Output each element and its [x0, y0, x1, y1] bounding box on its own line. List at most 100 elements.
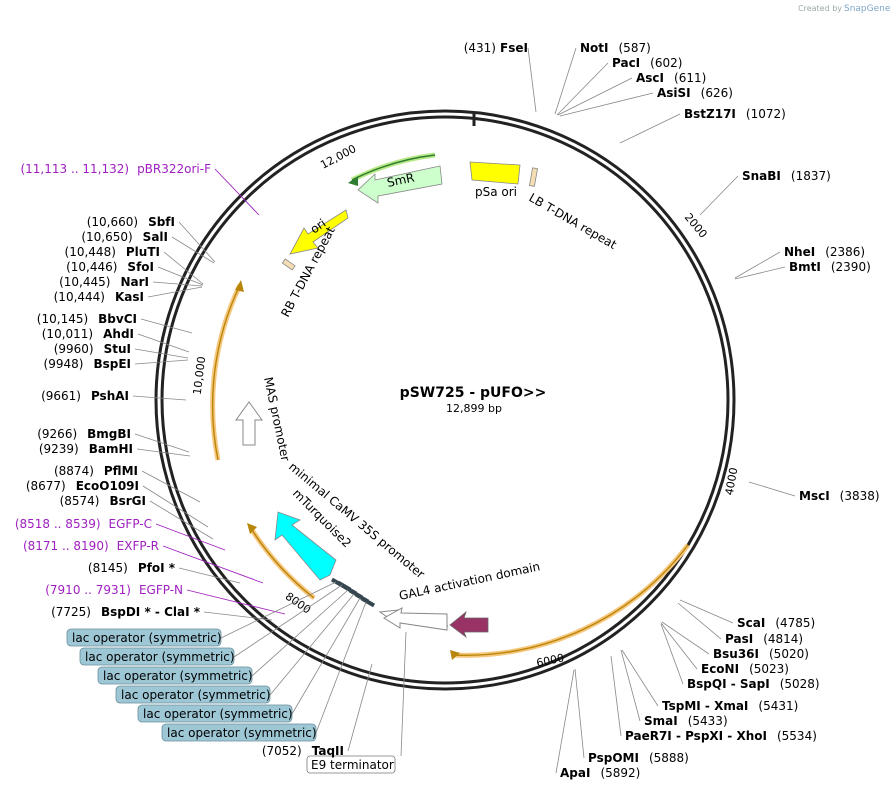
restriction-site[interactable]: TaqII(7052): [262, 663, 373, 758]
lac-operator-box: [115, 685, 271, 704]
lac-leader: [251, 589, 349, 677]
restriction-site[interactable]: PluTI(10,448): [65, 245, 204, 285]
lac-operator[interactable]: lac operator (symmetric): [79, 584, 343, 666]
restriction-site[interactable]: BspQI - SapI(5028): [660, 623, 820, 691]
site-position: (9960): [54, 342, 94, 356]
e9-terminator-shape[interactable]: [383, 607, 448, 631]
lac-operator[interactable]: lac operator (symmetric): [137, 597, 361, 723]
restriction-site[interactable]: BamHI(9239): [39, 442, 191, 457]
restriction-site[interactable]: BbvCI(10,145): [37, 312, 193, 334]
lac-operator[interactable]: lac operator (symmetric): [115, 593, 355, 704]
orf-arrowhead-upper: [235, 280, 244, 292]
restriction-site[interactable]: (431)FseI: [464, 41, 537, 113]
site-position: (5431): [758, 699, 798, 713]
lb-tdna-repeat-shape[interactable]: [529, 167, 538, 187]
restriction-site[interactable]: BsrGI(8574): [60, 494, 214, 540]
primer-site[interactable]: pBR322ori-F(11,113 .. 11,132): [20, 162, 260, 216]
site-leader: [574, 668, 585, 759]
site-name: ApaI: [560, 766, 590, 780]
restriction-site[interactable]: AsiSI(626): [559, 86, 733, 117]
credit-text: Created by: [798, 4, 842, 13]
restriction-site[interactable]: PflMI(8874): [54, 464, 201, 503]
restriction-site[interactable]: PfoI * (8145): [88, 561, 241, 584]
restriction-site[interactable]: BspDI * - ClaI * (7725): [51, 605, 273, 621]
site-position: (5892): [600, 766, 640, 780]
site-position: (5020): [769, 647, 809, 661]
gal4-activation-shape[interactable]: [449, 610, 489, 639]
restriction-site[interactable]: PaeR7I - PspXI - XhoI(5534): [610, 655, 817, 743]
primer-leader: [186, 589, 286, 615]
site-position: (587): [619, 41, 651, 55]
lac-operator[interactable]: lac operator (symmetric): [161, 601, 367, 742]
psa-ori-shape[interactable]: [469, 161, 521, 185]
restriction-site[interactable]: NheI(2386): [734, 245, 865, 279]
site-leader: [620, 649, 641, 722]
restriction-site[interactable]: Bsu36I(5020): [661, 621, 809, 661]
restriction-site[interactable]: EcoNI(5023): [660, 622, 789, 676]
site-name: AscI: [636, 71, 664, 85]
site-name: SfoI: [127, 260, 154, 274]
site-leader: [178, 567, 241, 584]
primer-site[interactable]: EGFP-N(7910 .. 7931): [45, 583, 286, 615]
restriction-site[interactable]: AhdI(10,011): [42, 327, 190, 353]
restriction-site[interactable]: BspEI(9948): [44, 357, 189, 371]
mturquoise2-shape[interactable]: [274, 511, 337, 581]
site-leader: [157, 266, 204, 286]
lac-operator[interactable]: lac operator (symmetric): [97, 589, 349, 685]
restriction-site[interactable]: SfoI(10,446): [66, 260, 204, 286]
orf-arrowhead-right: [450, 650, 460, 660]
restriction-site[interactable]: SalI(10,650): [81, 230, 215, 264]
primer-name: EXFP-R: [117, 539, 159, 553]
site-position: (8145): [88, 561, 128, 575]
restriction-site[interactable]: ScaI(4785): [679, 599, 815, 630]
restriction-site[interactable]: BmtI(2390): [734, 260, 871, 280]
restriction-site[interactable]: PshAI(9661): [41, 389, 187, 403]
restriction-site[interactable]: TspMI - XmaI(5431): [621, 649, 798, 713]
restriction-site[interactable]: SbfI(10,660): [87, 215, 216, 263]
site-leader: [660, 623, 684, 685]
ori-shape[interactable]: [289, 209, 349, 255]
lac-operator-labels: lac operator (symmetric)lac operator (sy…: [66, 581, 367, 742]
restriction-site[interactable]: PspOMI(5888): [574, 668, 689, 765]
site-leader: [152, 281, 203, 287]
site-position: (8677): [26, 479, 66, 493]
restriction-site[interactable]: MscI(3838): [748, 481, 880, 503]
lac-operator[interactable]: lac operator (symmetric): [66, 581, 337, 647]
smr-shape[interactable]: [357, 165, 443, 204]
restriction-site[interactable]: NarI(10,445): [59, 275, 203, 289]
restriction-site[interactable]: PacI(602): [556, 56, 682, 116]
restriction-site[interactable]: BmgBI(9266): [37, 427, 190, 453]
lac-operator-box: [79, 647, 235, 666]
restriction-site[interactable]: KasI(10,444): [54, 286, 203, 304]
site-leader: [619, 113, 681, 144]
mas-promoter-shape[interactable]: [235, 401, 263, 446]
rb-tdna-repeat-shape[interactable]: [281, 258, 296, 271]
lac-leader: [269, 593, 355, 696]
site-position: (431): [464, 41, 496, 55]
site-name: KasI: [115, 290, 144, 304]
site-position: (5028): [780, 677, 820, 691]
primer-site[interactable]: EXFP-R(8171 .. 8190): [23, 539, 264, 584]
site-name: BsrGI: [109, 494, 146, 508]
site-name: PfoI *: [138, 561, 176, 575]
snapgene-brand: SnapGene: [844, 4, 891, 14]
restriction-site[interactable]: SnaBI(1837): [699, 169, 831, 216]
site-position: (5888): [649, 751, 689, 765]
site-name: BspDI * - ClaI *: [101, 605, 201, 619]
restriction-site[interactable]: AscI(611): [557, 71, 706, 116]
primer-site[interactable]: EGFP-C(8518 .. 8539): [15, 517, 226, 551]
lac-leader: [233, 584, 343, 658]
restriction-site[interactable]: BstZ17I(1072): [619, 107, 786, 144]
restriction-site[interactable]: NotI(587): [554, 41, 651, 115]
site-leader: [149, 500, 214, 540]
restriction-site[interactable]: SmaI(5433): [620, 649, 728, 728]
orf-arc-right-line: [451, 544, 689, 657]
site-name: BspEI: [93, 357, 131, 371]
restriction-site[interactable]: StuI(9960): [54, 342, 189, 359]
site-leader: [134, 433, 190, 453]
restriction-site[interactable]: EcoO109I(8677): [26, 479, 209, 528]
restriction-site[interactable]: ApaI (5892): [555, 669, 640, 780]
site-name: AsiSI: [657, 86, 691, 100]
restriction-site[interactable]: PasI(4814): [677, 602, 803, 646]
site-position: (7725): [51, 605, 91, 619]
